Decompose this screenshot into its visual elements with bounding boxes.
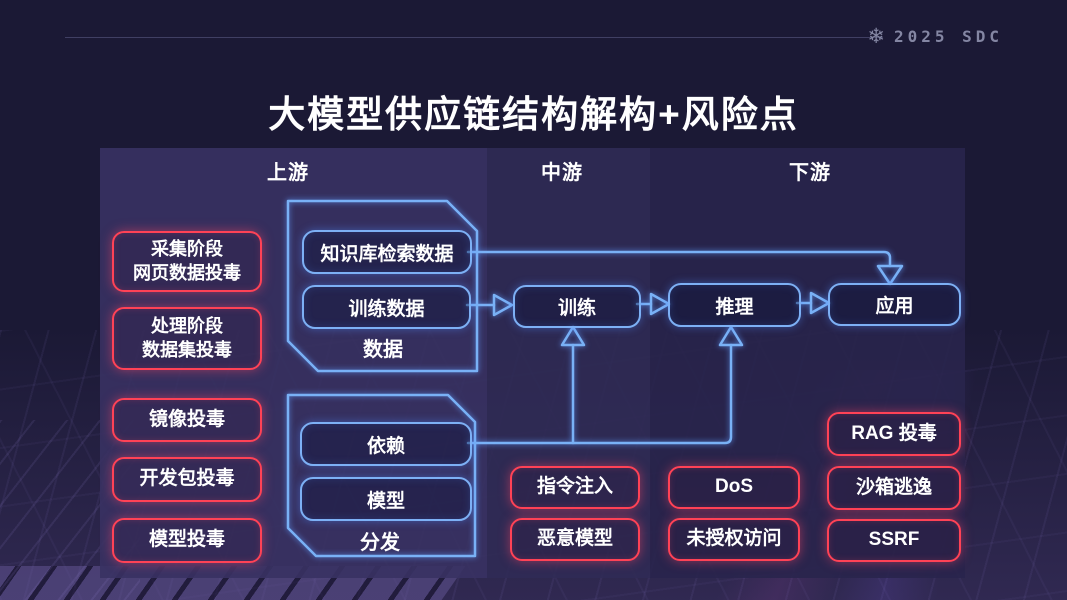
column-header-upstream: 上游 [267, 162, 309, 184]
arrowhead-down-application [876, 264, 904, 286]
risk-prompt-injection: 指令注入 [510, 466, 640, 509]
risk-malicious-model: 恶意模型 [510, 518, 640, 561]
risk-ssrf: SSRF [827, 519, 961, 562]
column-header-downstream: 下游 [789, 162, 831, 184]
risk-processing-dataset-poisoning: 处理阶段 数据集投毒 [112, 307, 262, 370]
column-upstream [100, 148, 487, 578]
risk-unauthorized-access: 未授权访问 [668, 518, 800, 561]
distribution-group-outline [286, 393, 477, 558]
data-group-label: 数据 [363, 339, 403, 361]
distribution-group-label: 分发 [360, 532, 400, 554]
arrowhead-up-inference [718, 325, 744, 347]
risk-sandbox-escape: 沙箱逃逸 [827, 466, 961, 510]
arrowhead-right-inference [649, 292, 671, 316]
top-divider-line [65, 37, 883, 38]
risk-devpackage-poisoning: 开发包投毒 [112, 457, 262, 502]
wire-dependency-to-inference [466, 343, 733, 445]
wire-kbdata-to-application [466, 250, 892, 268]
arrowhead-right-application [809, 291, 831, 315]
node-training-data: 训练数据 [302, 285, 471, 329]
arrowhead-up-training [560, 325, 586, 347]
risk-rag-poisoning: RAG 投毒 [827, 412, 961, 456]
risk-mirror-poisoning: 镜像投毒 [112, 398, 262, 442]
event-badge-label: 2025 SDC [893, 27, 1003, 46]
node-model: 模型 [300, 477, 472, 521]
column-header-midstream: 中游 [541, 162, 583, 184]
stage-inference: 推理 [668, 283, 801, 327]
risk-model-poisoning: 模型投毒 [112, 518, 262, 563]
stage-training: 训练 [513, 285, 641, 328]
stage-application: 应用 [828, 283, 961, 326]
data-group-outline [286, 199, 479, 373]
risk-collection-web-poisoning: 采集阶段 网页数据投毒 [112, 231, 262, 292]
event-badge: ❄ 2025 SDC [867, 26, 1003, 47]
node-dependency: 依赖 [300, 422, 472, 466]
node-kb-retrieval-data: 知识库检索数据 [302, 230, 472, 274]
risk-dos: DoS [668, 466, 800, 509]
arrowhead-right-training [492, 293, 514, 317]
column-downstream [650, 148, 965, 578]
slide-title: 大模型供应链结构解构+风险点 [268, 94, 799, 135]
snowflake-icon: ❄ [867, 25, 885, 48]
